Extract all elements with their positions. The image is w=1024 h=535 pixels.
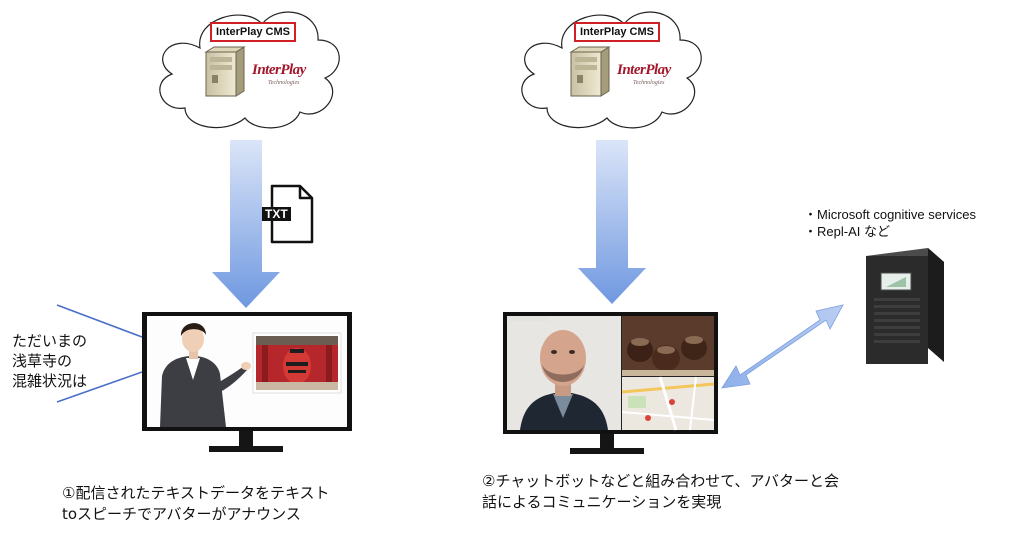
right-cms-label: InterPlay CMS xyxy=(574,22,660,42)
avatar-man-image xyxy=(507,316,621,430)
right-cloud-server-icon xyxy=(571,47,609,96)
left-caption: ①配信されたテキストデータをテキスト toスピーチでアバターがアナウンス xyxy=(62,483,330,525)
temple-photo xyxy=(253,333,341,393)
right-caption-line-2: 話によるコミュニケーションを実現 xyxy=(482,492,839,513)
services-list: ・Microsoft cognitive services ・Repl-AI な… xyxy=(804,206,976,240)
ai-server-icon xyxy=(866,248,944,364)
right-down-arrow xyxy=(578,140,646,304)
right-caption-line-1: ②チャットボットなどと組み合わせて、アバターと会 xyxy=(482,471,839,492)
left-caption-line-2: toスピーチでアバターがアナウンス xyxy=(62,504,330,525)
left-logo-text: InterPlay xyxy=(252,62,306,79)
right-logo-text: InterPlay xyxy=(617,62,671,79)
speech-line-1: ただいまの xyxy=(12,331,87,351)
left-cloud-server-icon xyxy=(206,47,244,96)
txt-file-label: TXT xyxy=(262,207,291,221)
right-logo-sub: Technologies xyxy=(633,80,664,86)
right-caption: ②チャットボットなどと組み合わせて、アバターと会 話によるコミュニケーションを実… xyxy=(482,471,839,513)
map-image xyxy=(622,377,714,430)
left-cms-label: InterPlay CMS xyxy=(210,22,296,42)
left-caption-line-1: ①配信されたテキストデータをテキスト xyxy=(62,483,330,504)
avatar-speech-text: ただいまの 浅草寺の 混雑状況は xyxy=(12,331,87,391)
service-item-repl-ai: ・Repl-AI など xyxy=(804,223,976,240)
speech-line-2: 浅草寺の xyxy=(12,351,87,371)
left-down-arrow xyxy=(212,140,280,308)
concierge-label: CONCIERGE xyxy=(509,317,550,323)
left-logo-sub: Technologies xyxy=(268,80,299,86)
speech-line-3: 混雑状況は xyxy=(12,371,87,391)
cakes-photo xyxy=(622,316,714,376)
service-item-microsoft: ・Microsoft cognitive services xyxy=(804,206,976,223)
double-arrow xyxy=(722,305,843,388)
